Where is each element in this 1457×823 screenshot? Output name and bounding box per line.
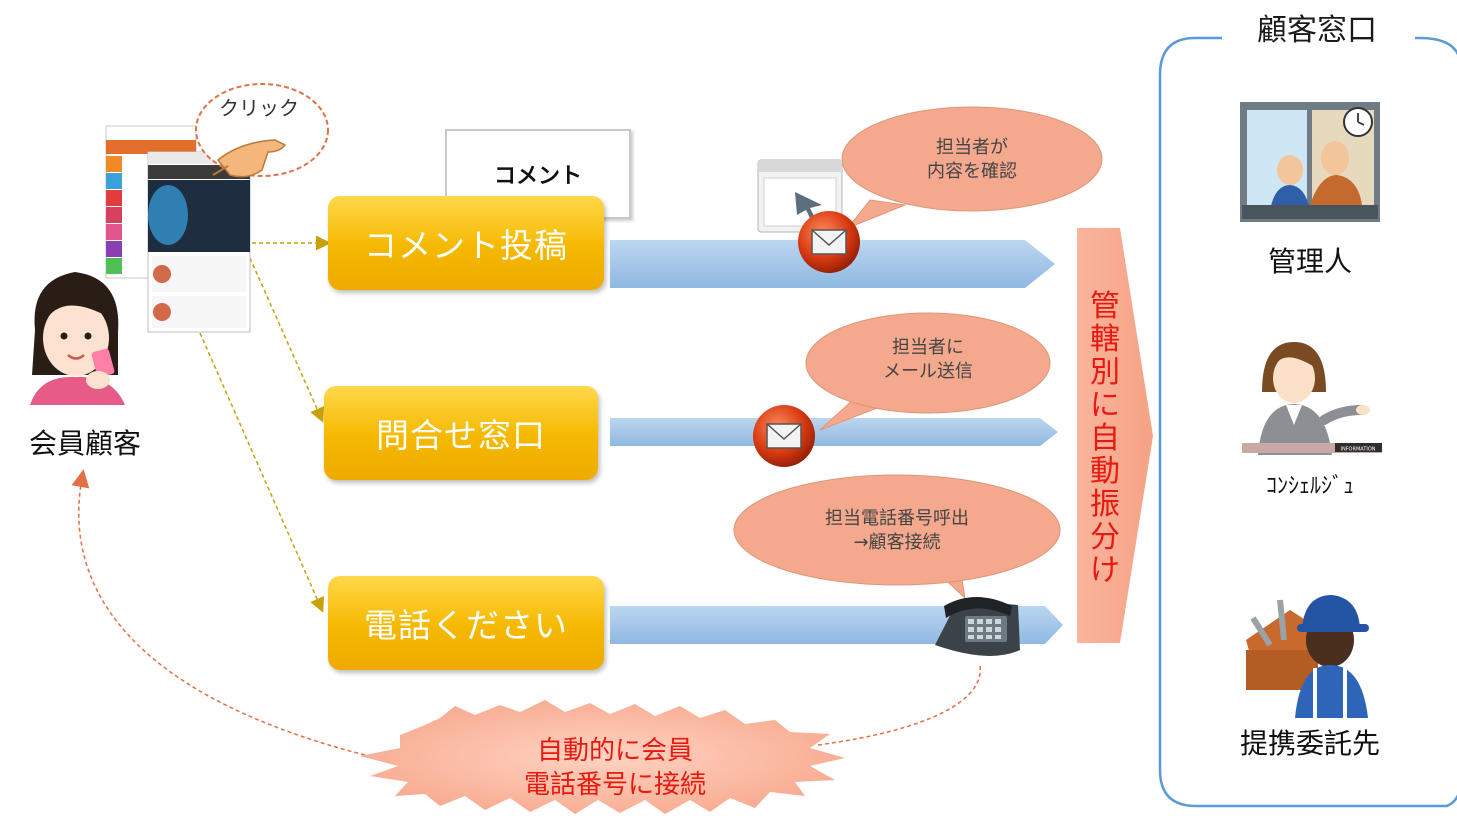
bubble-confirm [841,106,1103,230]
role-concierge-label: ｺﾝｼｪﾙｼﾞｭ [1265,474,1354,499]
bubble-mail-text: 担当者に メール送信 [818,336,1038,384]
comment-post-button[interactable]: コメント投稿 [328,196,604,290]
flow-arrow-inquiry [610,418,1058,446]
routing-arrow [1077,228,1153,643]
pointing-hand-icon [212,139,287,178]
routing-label-char: 動 [1090,454,1120,489]
bubble-confirm-line1: 担当者が [936,137,1008,158]
connector-inquiry [249,257,324,423]
routing-label-char: 振 [1090,487,1120,522]
routing-label-char: 分 [1090,520,1120,555]
svg-text:INFORMATION: INFORMATION [1340,447,1375,453]
bubble-confirm-line2: 内容を確認 [927,161,1017,182]
auto-connect-text: 自動的に会員 電話番号に接続 [470,734,760,802]
routing-label-char: 轄 [1090,322,1120,357]
manager-icon [1240,102,1380,222]
bubble-mail-line2: メール送信 [883,361,973,382]
mail-icon-comment [798,211,860,273]
customer-label: 会員顧客 [28,427,141,460]
connector-phone [199,332,325,613]
contractor-icon [1246,595,1369,718]
bubble-phone-text: 担当電話番号呼出 →顧客接続 [767,507,1027,555]
concierge-icon: INFORMATION [1242,342,1382,455]
customer-woman-icon [30,272,125,405]
window-frame [1158,36,1457,808]
bubble-phone-line2: →顧客接続 [853,532,941,553]
inquiry-button[interactable]: 問合せ窓口 [324,386,598,480]
bubble-mail-line1: 担当者に [892,337,964,358]
routing-label-char: 管 [1090,289,1120,324]
auto-connect-line2: 電話番号に接続 [523,770,706,800]
role-contractor-label: 提携委託先 [1239,727,1380,760]
bubble-mail [805,312,1051,431]
call-me-button[interactable]: 電話ください [328,576,604,670]
bubble-confirm-text: 担当者が 内容を確認 [862,136,1082,184]
bubble-phone-line1: 担当電話番号呼出 [825,508,969,529]
routing-label-char: 別 [1090,355,1120,390]
routing-label-char: 自 [1090,421,1120,456]
routing-label-char: に [1090,388,1120,423]
auto-connect-burst [360,700,845,814]
window-title: 顧客窓口 [1222,4,1412,50]
connector-callback [71,469,366,756]
role-manager-label: 管理人 [1267,245,1352,278]
phone-screen-front [147,151,251,333]
auto-connect-line1: 自動的に会員 [536,736,693,766]
desk-phone-icon [935,597,1020,656]
mail-icon-inquiry [753,405,815,467]
click-label: クリック [219,96,299,120]
routing-label: 管轄別に自動振分け [1080,290,1130,587]
connector-phone-burst [817,664,981,746]
routing-label-char: け [1090,553,1120,588]
bubble-phone [733,474,1061,600]
